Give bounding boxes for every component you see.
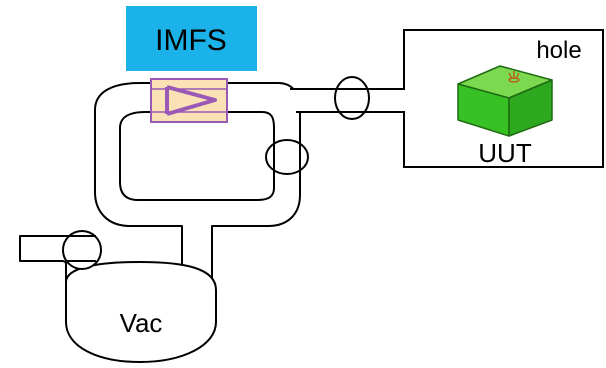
pipe-network <box>19 82 406 363</box>
imfs-label-box: IMFS <box>126 6 257 71</box>
imfs-label: IMFS <box>155 24 227 57</box>
hole-label: hole <box>536 37 581 64</box>
vac-label: Vac <box>120 308 163 338</box>
imfs-box <box>126 6 257 71</box>
uut-cube-icon <box>457 65 553 137</box>
vac-vessel <box>65 261 217 363</box>
uut-label: UUT <box>478 138 532 168</box>
valve-icon <box>334 76 370 120</box>
valve-icon <box>265 139 309 175</box>
flow-sensor-icon <box>150 78 228 123</box>
hole-marker-icon <box>508 71 520 83</box>
pipe-loop-inner <box>119 111 275 201</box>
valve-icon <box>62 230 102 270</box>
